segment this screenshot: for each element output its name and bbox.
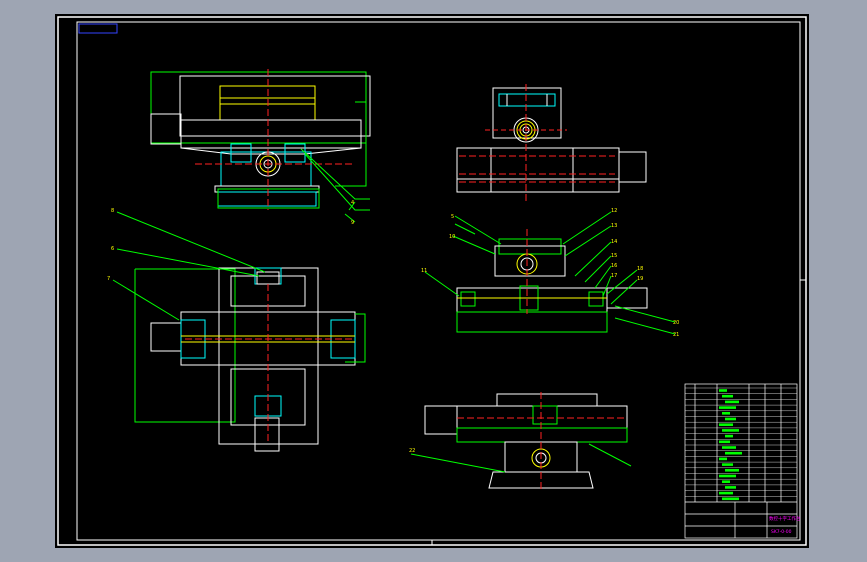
parts-list-entry — [722, 463, 733, 466]
parts-list-entries — [719, 389, 742, 501]
parts-list-entry — [722, 394, 733, 398]
drawing-number: SK7-0-00 — [771, 529, 792, 535]
parts-list-entry — [719, 457, 727, 461]
balloon-label: 10 — [449, 234, 455, 240]
parts-list-entry — [725, 400, 739, 404]
view-section-bottom — [424, 392, 628, 492]
view-plan-left — [134, 267, 366, 452]
outer-border — [57, 16, 807, 546]
balloon-label: 13 — [611, 223, 617, 229]
view-front-top-left — [150, 69, 371, 211]
parts-list-entry — [725, 451, 742, 455]
view-section-right — [456, 229, 648, 333]
balloon-label: 6 — [111, 246, 114, 252]
parts-list-entry — [725, 434, 733, 438]
view-side-top-right — [456, 84, 647, 204]
cad-drawing-sheet: 8 6 7 4 9 5 10 11 12 13 14 15 16 17 18 1… — [55, 14, 809, 548]
parts-list-entry — [722, 446, 736, 449]
balloon-label: 8 — [111, 208, 114, 214]
balloon-label: 5 — [451, 214, 454, 220]
balloon-label: 17 — [611, 273, 617, 279]
balloon-label: 16 — [611, 263, 617, 269]
balloon-label: 19 — [637, 276, 643, 282]
leader-lines — [112, 201, 676, 473]
parts-list-entry — [719, 440, 730, 444]
parts-list-entry — [725, 417, 736, 421]
balloon-label: 7 — [107, 276, 110, 282]
balloon-label: 11 — [421, 268, 427, 274]
parts-list-rows — [685, 387, 797, 497]
balloon-label: 20 — [673, 320, 679, 326]
parts-list-entry — [722, 497, 739, 501]
parts-list-entry — [725, 469, 739, 472]
parts-list-entry — [719, 423, 733, 426]
balloon-label: 15 — [611, 253, 617, 259]
balloon-label: 18 — [637, 266, 643, 272]
balloon-label: 12 — [611, 208, 617, 214]
balloon-labels: 8 6 7 4 9 5 10 11 12 13 14 15 16 17 18 1… — [107, 200, 679, 454]
parts-list-entry — [719, 474, 736, 478]
title-block — [684, 383, 798, 539]
parts-list-entry — [719, 491, 733, 495]
balloon-label: 21 — [673, 332, 679, 338]
parts-list-entry — [719, 406, 736, 409]
balloon-label: 14 — [611, 239, 617, 245]
parts-list-entry — [722, 480, 730, 483]
parts-list-entry — [722, 412, 730, 415]
drawing-title: 数控十字工作台 — [769, 515, 801, 522]
parts-list-entry — [719, 389, 727, 392]
balloon-label: 4 — [351, 200, 354, 206]
corner-tag — [78, 23, 118, 34]
parts-list-entry — [725, 486, 736, 489]
balloon-label: 22 — [409, 448, 415, 454]
parts-list-entry — [722, 429, 739, 432]
inner-border — [76, 21, 801, 541]
balloon-label: 9 — [351, 220, 354, 226]
